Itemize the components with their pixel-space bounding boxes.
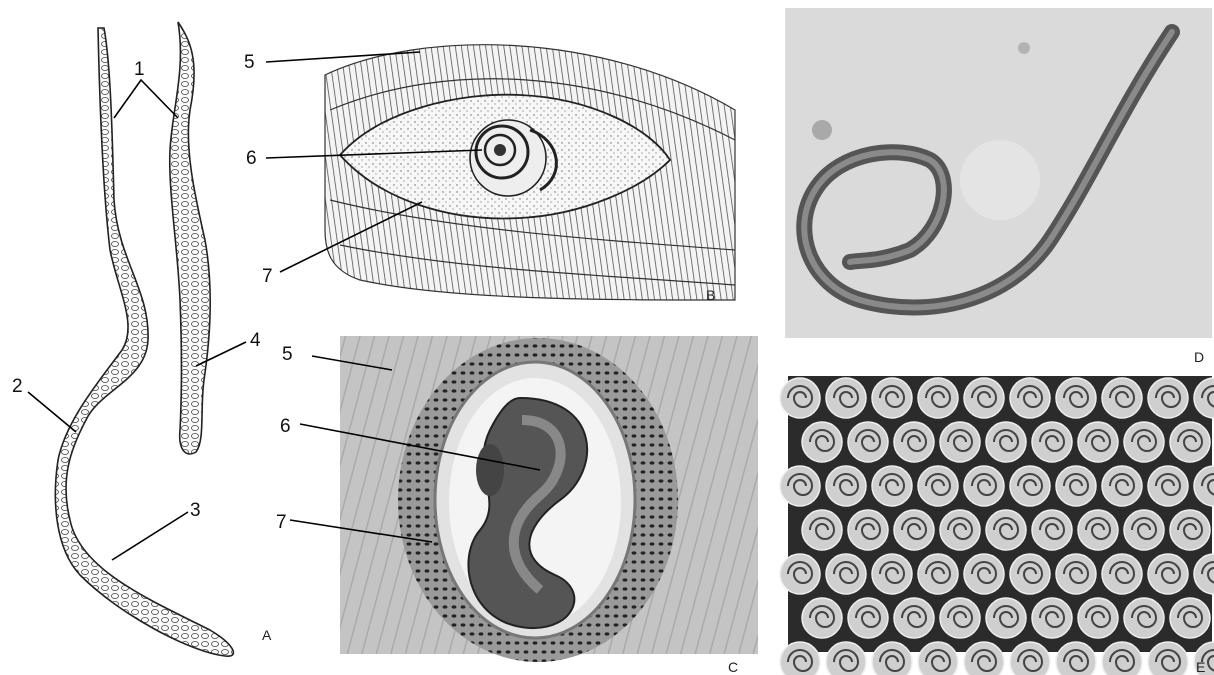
coiled-larva <box>1148 378 1188 418</box>
coiled-larva <box>894 510 934 550</box>
coiled-larva <box>1078 598 1118 638</box>
panel-letter-b: B <box>706 287 715 303</box>
panel-d: D <box>785 8 1212 365</box>
coiled-larva <box>1010 466 1050 506</box>
callout-4: 4 <box>250 330 261 351</box>
coiled-larva <box>1124 422 1164 462</box>
callout-2: 2 <box>12 376 23 397</box>
larva-a-short <box>170 22 211 454</box>
panel-letter-a: A <box>262 627 272 643</box>
coiled-larva <box>1124 510 1164 550</box>
coiled-larva <box>986 598 1026 638</box>
coiled-larva <box>872 378 912 418</box>
coiled-larva <box>940 510 980 550</box>
callout-7-c: 7 <box>276 512 287 533</box>
coiled-larva <box>894 422 934 462</box>
coiled-larva <box>872 466 912 506</box>
coiled-larva <box>780 554 820 594</box>
coiled-larva <box>1102 554 1142 594</box>
coiled-larva <box>1170 422 1210 462</box>
coiled-larva <box>780 466 820 506</box>
coiled-larva <box>1032 598 1072 638</box>
panel-letter-c: C <box>728 659 738 675</box>
coiled-larva <box>964 466 1004 506</box>
coiled-larva <box>826 378 866 418</box>
panel-b: 5 6 7 B <box>244 45 735 303</box>
coiled-larva <box>848 510 888 550</box>
coiled-larva <box>1078 510 1118 550</box>
callout-7-b: 7 <box>262 266 273 287</box>
coiled-larva <box>1078 422 1118 462</box>
coiled-larva <box>802 510 842 550</box>
coiled-larva <box>918 378 958 418</box>
coiled-larva <box>1170 598 1210 638</box>
coiled-larva <box>1148 554 1188 594</box>
callout-6-b: 6 <box>246 148 257 169</box>
coiled-larva <box>1032 510 1072 550</box>
coiled-larva <box>848 598 888 638</box>
coiled-larva <box>1056 466 1096 506</box>
coiled-larva <box>1148 466 1188 506</box>
coiled-larva <box>848 422 888 462</box>
coiled-larva <box>802 598 842 638</box>
coiled-larva <box>986 510 1026 550</box>
coiled-larva <box>964 378 1004 418</box>
panel-c: 5 6 7 C <box>276 336 758 675</box>
callout-5-b: 5 <box>244 52 255 73</box>
coiled-larva <box>1056 378 1096 418</box>
coiled-larva <box>1010 554 1050 594</box>
coiled-larva <box>826 554 866 594</box>
coiled-larva <box>940 422 980 462</box>
coiled-larva <box>986 422 1026 462</box>
coiled-larva <box>780 378 820 418</box>
coiled-larva <box>894 598 934 638</box>
coiled-larva <box>1170 510 1210 550</box>
panel-letter-e: E <box>1196 659 1205 675</box>
coiled-larva <box>1124 598 1164 638</box>
callout-5-c: 5 <box>282 344 293 365</box>
coiled-larva <box>802 422 842 462</box>
callout-1: 1 <box>134 59 145 80</box>
coiled-larva <box>1056 554 1096 594</box>
coiled-larva <box>964 554 1004 594</box>
panel-e: E <box>780 376 1214 675</box>
panel-a: 1 2 3 4 A <box>12 22 272 656</box>
coiled-larva <box>1102 378 1142 418</box>
coiled-larva <box>1032 422 1072 462</box>
coiled-larva <box>826 466 866 506</box>
panel-letter-d: D <box>1194 349 1204 365</box>
coiled-larva <box>918 554 958 594</box>
coiled-larva <box>1102 466 1142 506</box>
callout-6-c: 6 <box>280 416 291 437</box>
callout-3: 3 <box>190 500 201 521</box>
coiled-larva <box>1010 378 1050 418</box>
coiled-larva <box>918 466 958 506</box>
coiled-larva <box>872 554 912 594</box>
coiled-larva <box>940 598 980 638</box>
